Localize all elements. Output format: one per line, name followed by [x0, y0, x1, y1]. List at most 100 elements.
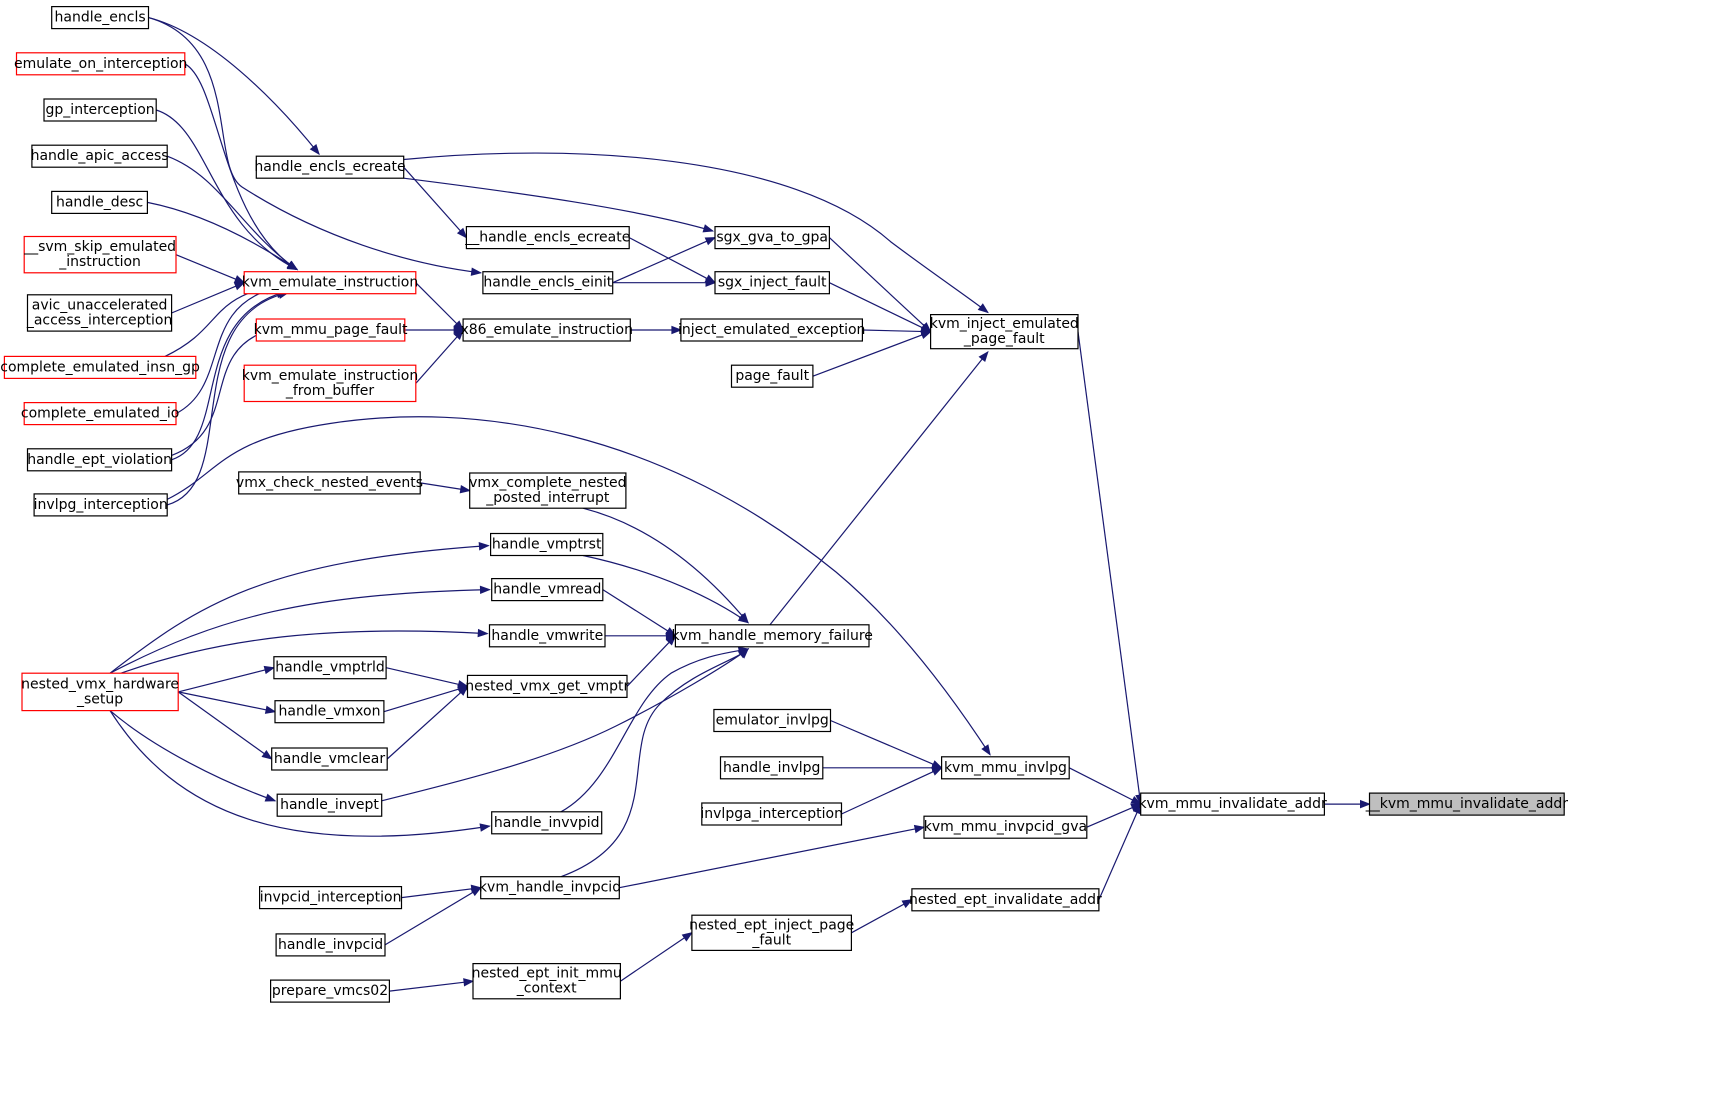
function-node-vmx_check_nested_events[interactable]: vmx_check_nested_events — [236, 471, 423, 495]
call-edge-line — [164, 287, 265, 357]
function-node-handle_vmptrld[interactable]: handle_vmptrld — [273, 656, 387, 680]
function-node-label: handle_vmptrst — [492, 537, 602, 553]
function-node-nested_ept_inject_page_fault[interactable]: nested_ept_inject_page_fault — [689, 914, 854, 952]
function-node-handle_invvpid[interactable]: handle_invvpid — [491, 811, 603, 835]
call-edge-sgx_gva_to_gpa-to-kvm_inject_emulated_page_fault — [828, 237, 932, 333]
function-node-handle_vmptrst[interactable]: handle_vmptrst — [490, 532, 604, 557]
call-edge-line — [403, 152, 989, 313]
function-node-label: kvm_emulate_instruction — [242, 275, 418, 291]
function-node-handle_encls_einit[interactable]: handle_encls_einit — [482, 271, 614, 295]
function-node-handle_vmxon[interactable]: handle_vmxon — [274, 700, 385, 724]
function-node-handle_encls_ecreate[interactable]: handle_encls_ecreate — [254, 155, 406, 179]
function-node-handle_desc[interactable]: handle_desc — [51, 190, 148, 214]
function-node-label: __svm_skip_emulated — [23, 239, 176, 255]
function-node-__handle_encls_ecreate[interactable]: __handle_encls_ecreate — [464, 226, 630, 250]
function-node-__svm_skip_emulated_instruction[interactable]: __svm_skip_emulated_instruction — [23, 235, 177, 274]
function-node-nested_vmx_hardware_setup[interactable]: nested_vmx_hardware_setup — [21, 672, 179, 712]
function-node-gp_interception[interactable]: gp_interception — [43, 98, 157, 122]
function-node-box — [482, 271, 614, 295]
call-edge-line — [415, 282, 464, 331]
function-node-kvm_mmu_page_fault[interactable]: kvm_mmu_page_fault — [254, 318, 408, 342]
function-node-handle_vmwrite[interactable]: handle_vmwrite — [488, 624, 606, 648]
arrowhead-icon — [738, 648, 749, 659]
function-node-handle_invlpg[interactable]: handle_invlpg — [719, 756, 824, 780]
call-edge-kvm_emulate_instruction_from_buffer-to-x86_emulate_instruction — [415, 328, 465, 384]
function-node-box — [923, 815, 1088, 839]
function-node-nested_ept_init_mmu_context[interactable]: nested_ept_init_mmu_context — [472, 962, 622, 1000]
function-node-emulate_on_interception[interactable]: emulate_on_interception — [14, 52, 187, 76]
function-node-handle_apic_access[interactable]: handle_apic_access — [31, 144, 169, 168]
call-edge-line — [582, 507, 749, 623]
function-node-invlpga_interception[interactable]: invlpga_interception — [700, 802, 843, 826]
function-node-prepare_vmcs02[interactable]: prepare_vmcs02 — [270, 979, 391, 1003]
function-node-page_fault[interactable]: page_fault — [730, 364, 814, 388]
function-node-kvm_handle_memory_failure[interactable]: kvm_handle_memory_failure — [671, 624, 873, 648]
function-node-box — [26, 448, 173, 472]
function-node-nested_ept_invalidate_addr[interactable]: nested_ept_invalidate_addr — [909, 888, 1102, 912]
function-node-box — [472, 962, 621, 1000]
call-edge-line — [184, 63, 298, 271]
call-edge-kvm_mmu_invalidate_addr-to-kvm_mmu_invalidate_addr_root — [1324, 799, 1371, 809]
call-edge-line — [166, 155, 298, 270]
function-node-complete_emulated_io[interactable]: complete_emulated_io — [21, 402, 179, 426]
function-node-box — [490, 532, 604, 557]
function-node-handle_vmread[interactable]: handle_vmread — [491, 577, 604, 602]
function-node-box — [911, 888, 1100, 912]
function-node-box — [23, 235, 177, 274]
call-edge-line — [828, 237, 932, 333]
function-node-handle_vmclear[interactable]: handle_vmclear — [271, 747, 388, 771]
function-node-vmx_complete_nested_posted_interrupt[interactable]: vmx_complete_nested_posted_interrupt — [469, 472, 627, 509]
function-node-box — [23, 402, 177, 426]
function-node-complete_emulated_insn_gp[interactable]: complete_emulated_insn_gp — [0, 355, 200, 379]
arrowhead-icon — [681, 932, 694, 942]
call-edge-line — [830, 719, 942, 769]
function-node-kvm_emulate_instruction[interactable]: kvm_emulate_instruction — [242, 271, 418, 295]
function-node-invlpg_interception[interactable]: invlpg_interception — [33, 493, 168, 517]
arrowhead-icon — [286, 260, 299, 271]
function-node-handle_encls[interactable]: handle_encls — [51, 5, 150, 30]
function-node-kvm_emulate_instruction_from_buffer[interactable]: kvm_emulate_instruction_from_buffer — [242, 364, 418, 403]
function-node-sgx_inject_fault[interactable]: sgx_inject_fault — [714, 271, 831, 295]
function-node-emulator_invlpg[interactable]: emulator_invlpg — [713, 708, 832, 733]
function-node-kvm_inject_emulated_page_fault[interactable]: kvm_inject_emulated_page_fault — [930, 314, 1079, 350]
function-node-label: sgx_gva_to_gpa — [716, 230, 828, 246]
function-node-inject_emulated_exception[interactable]: inject_emulated_exception — [678, 318, 865, 342]
call-edge-nested_vmx_hardware_setup-to-handle_vmxon — [178, 691, 277, 714]
arrowhead-icon — [704, 237, 717, 246]
call-edge-handle_invept-to-kvm_handle_memory_failure — [381, 648, 750, 802]
function-node-box — [3, 355, 197, 379]
call-edge-line — [175, 287, 276, 415]
call-edge-line — [381, 648, 749, 802]
function-node-label: handle_vmread — [493, 582, 601, 598]
function-node-nested_vmx_get_vmptr[interactable]: nested_vmx_get_vmptr — [465, 674, 630, 699]
call-edge-line — [620, 932, 693, 982]
function-node-kvm_mmu_invlpg[interactable]: kvm_mmu_invlpg — [940, 756, 1070, 780]
call-edge-line — [626, 635, 676, 687]
function-node-kvm_mmu_invpcid_gva[interactable]: kvm_mmu_invpcid_gva — [923, 815, 1088, 839]
function-node-handle_ept_violation[interactable]: handle_ept_violation — [26, 448, 173, 472]
arrowhead-icon — [233, 282, 246, 291]
function-node-handle_invpcid[interactable]: handle_invpcid — [275, 933, 386, 957]
function-node-label: _setup — [76, 691, 123, 707]
function-node-box — [491, 811, 603, 835]
function-node-label: handle_apic_access — [31, 148, 169, 164]
function-node-kvm_mmu_invalidate_addr[interactable]: kvm_mmu_invalidate_addr — [1138, 792, 1327, 816]
call-edge-line — [148, 17, 320, 155]
function-node-box — [273, 656, 387, 680]
function-node-handle_invept[interactable]: handle_invept — [276, 793, 383, 817]
function-node-box — [51, 190, 148, 214]
call-edge-nested_vmx_hardware_setup-to-handle_vmptrst — [109, 542, 490, 674]
call-edge-line — [389, 980, 474, 992]
function-node-label: emulate_on_interception — [14, 56, 187, 72]
function-node-kvm_handle_invpcid[interactable]: kvm_handle_invpcid — [479, 876, 621, 900]
call-edge-nested_ept_init_mmu_context-to-nested_ept_inject_page_fault — [620, 932, 694, 982]
function-node-invpcid_interception[interactable]: invpcid_interception — [259, 885, 403, 910]
call-edge-invlpga_interception-to-kvm_mmu_invlpg — [841, 767, 943, 815]
function-node-box — [255, 155, 405, 179]
function-node-box — [243, 364, 417, 403]
function-node-label: __handle_encls_ecreate — [464, 230, 630, 246]
function-node-sgx_gva_to_gpa[interactable]: sgx_gva_to_gpa — [714, 226, 831, 250]
function-node-avic_unaccelerated_access_interception[interactable]: avic_unaccelerated_access_interception — [26, 294, 173, 332]
call-edge-line — [560, 648, 749, 813]
function-node-x86_emulate_instruction[interactable]: x86_emulate_instruction — [460, 318, 633, 342]
